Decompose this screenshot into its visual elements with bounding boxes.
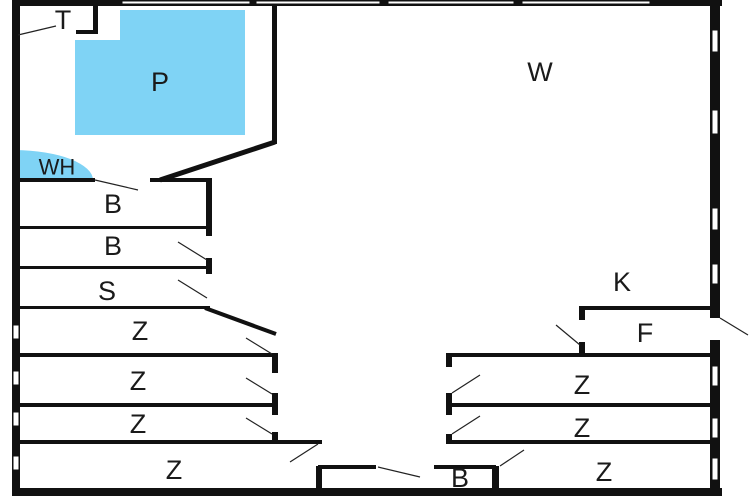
wall (272, 353, 278, 373)
wall (579, 342, 585, 356)
right-windows (711, 29, 719, 481)
room-label-living: W (527, 57, 553, 87)
wall (15, 266, 210, 269)
wall (580, 306, 712, 310)
door-swing (177, 279, 208, 299)
wall (447, 440, 712, 444)
door-swing (245, 377, 273, 395)
wall (272, 393, 278, 415)
window (387, 0, 515, 5)
outer-wall-bottom (12, 488, 722, 496)
wall (447, 403, 712, 407)
wall (76, 30, 98, 34)
wall (15, 306, 210, 309)
wall (492, 466, 499, 492)
room-label-kitchen: K (613, 267, 631, 297)
room-label-bath-1: B (104, 189, 122, 219)
wall (318, 465, 376, 469)
wall (272, 432, 278, 444)
door-swing (451, 374, 481, 394)
room-label-room-4: Z (166, 455, 183, 485)
room-label-bath-2: B (104, 231, 122, 261)
door-swing (245, 337, 273, 355)
wall (206, 180, 212, 236)
wall (446, 393, 452, 415)
door-swing (451, 415, 481, 435)
wall (579, 306, 585, 320)
wall (15, 440, 322, 444)
wall (150, 178, 212, 182)
room-label-room-3: Z (130, 409, 147, 439)
wall (316, 466, 322, 492)
door-swing (289, 443, 319, 463)
wall (93, 4, 98, 34)
room-label-pool: P (151, 67, 169, 97)
room-label-room-6: Z (574, 413, 591, 443)
pool-area (75, 10, 245, 135)
room-label-room-2: Z (130, 366, 147, 396)
wall (446, 353, 452, 367)
wall (204, 306, 277, 336)
room-label-f: F (637, 318, 654, 348)
whirlpool-area (15, 150, 94, 180)
wall (15, 226, 210, 229)
room-label-room-7: Z (596, 457, 613, 487)
door-swing (17, 25, 57, 36)
room-label-room-1: Z (132, 316, 149, 346)
window (255, 0, 381, 5)
outer-wall-right (710, 0, 720, 318)
wall (159, 139, 276, 183)
left-windows (12, 324, 20, 471)
room-label-bath-3: B (451, 463, 469, 493)
outer-wall-left (12, 0, 20, 496)
door-swing (245, 417, 273, 435)
wall (15, 178, 95, 182)
wall (15, 403, 277, 407)
wall (272, 4, 277, 144)
door-swing (177, 241, 208, 261)
door-swing (377, 466, 421, 478)
room-label-toilet: T (55, 5, 72, 35)
door-swing (499, 449, 525, 467)
window (521, 0, 651, 5)
wall (206, 258, 212, 274)
room-label-whirlpool: WH (39, 155, 76, 180)
wall (446, 434, 452, 444)
room-label-storage: S (98, 276, 116, 306)
door-swing (555, 324, 581, 346)
wall (434, 465, 496, 469)
door-swing (719, 317, 749, 336)
window (121, 0, 251, 5)
room-label-room-5: Z (574, 370, 591, 400)
wall (15, 353, 277, 357)
door-swing (94, 179, 139, 191)
